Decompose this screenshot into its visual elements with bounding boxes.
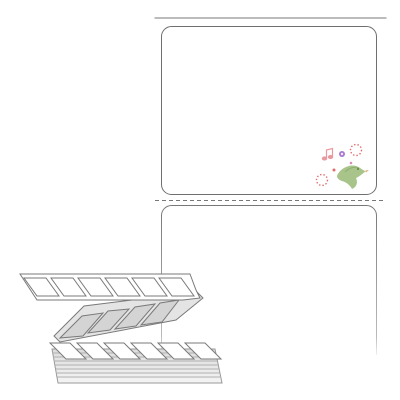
fanfold-stack (19, 273, 223, 384)
small-dot-icon (349, 161, 353, 165)
dotted-circle-icon (315, 173, 329, 187)
bird-icon (337, 165, 369, 189)
music-notes-icon (321, 147, 334, 161)
label-top (161, 26, 377, 195)
stack-top-strip (19, 273, 201, 301)
stack-top-row (48, 342, 223, 360)
label-bottom (161, 205, 377, 360)
stack-fold-panel (53, 291, 204, 343)
flower-icon (339, 151, 345, 157)
decoration (315, 143, 369, 189)
dotted-circle-icon (349, 143, 363, 157)
small-dot-icon (332, 168, 336, 172)
